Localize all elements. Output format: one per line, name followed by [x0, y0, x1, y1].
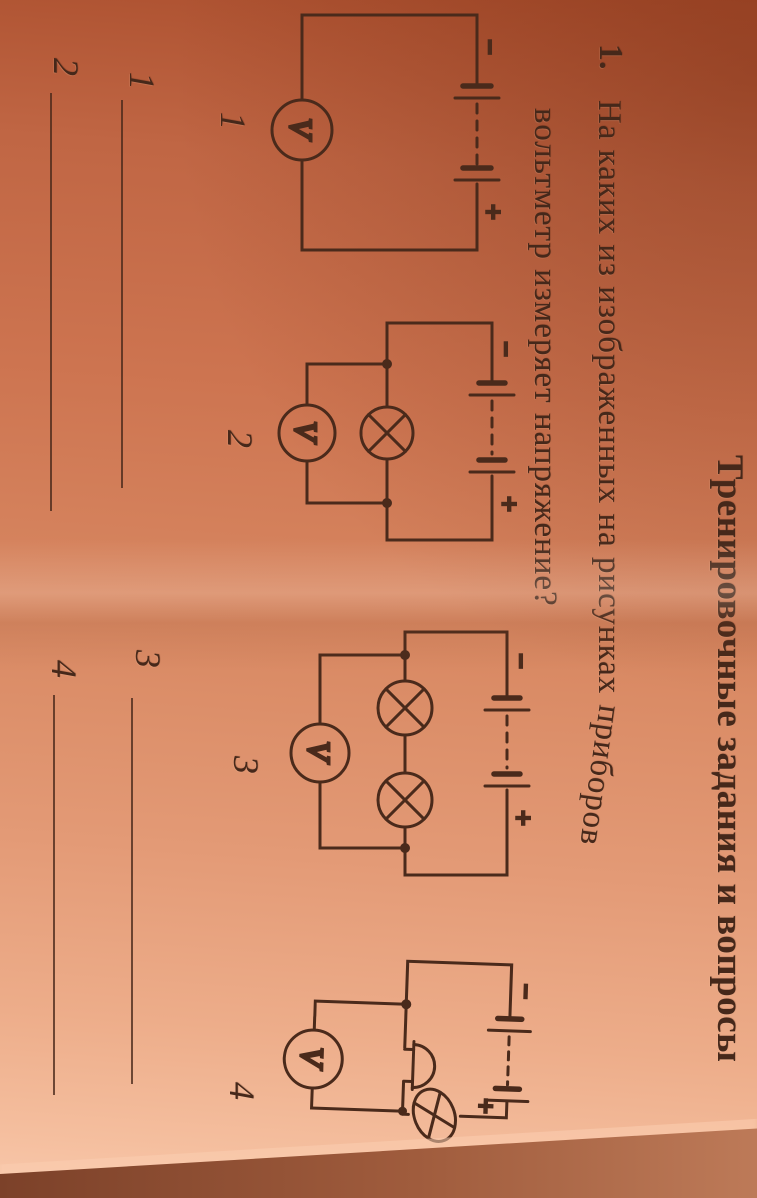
- battery-short-plates: [494, 698, 520, 774]
- wire: [387, 323, 492, 540]
- lamp-icon: [378, 773, 432, 827]
- minus-sign: −: [506, 653, 536, 668]
- circuit-label-4: 4: [222, 1082, 262, 1100]
- answer-label-3: 3: [128, 650, 168, 668]
- battery-icon: − +: [485, 652, 540, 827]
- circuit-3-diagram: − + V: [291, 632, 540, 875]
- answer-label-1: 1: [122, 72, 162, 90]
- battery-icon: − +: [470, 340, 526, 513]
- voltmeter-letter: V: [294, 1047, 331, 1071]
- battery-dashes: [507, 1037, 509, 1085]
- battery-short-plates: [463, 86, 491, 168]
- battery-long-plates: [485, 710, 529, 786]
- voltmeter-icon: V: [279, 405, 335, 461]
- answer-label-4: 4: [44, 660, 84, 678]
- voltmeter-letter: V: [288, 421, 324, 444]
- battery-short-plates: [479, 383, 505, 460]
- plus-sign: +: [470, 1098, 501, 1114]
- wire: [405, 632, 507, 875]
- lamp-icon: [378, 681, 432, 735]
- voltmeter-branch-wire: [307, 364, 387, 503]
- battery-long-plates: [470, 395, 514, 472]
- circuit-label-2: 2: [220, 430, 260, 448]
- circuit-2-diagram: − + V: [279, 323, 526, 540]
- answer-blank-3: [131, 698, 133, 1084]
- battery-short-plates: [495, 1018, 521, 1089]
- plus-sign: +: [494, 496, 524, 511]
- wire: [302, 15, 477, 250]
- answer-blank-1: [121, 100, 123, 488]
- battery-icon: − +: [455, 38, 510, 221]
- voltmeter-branch-wire: [320, 655, 405, 848]
- answer-blank-4: [53, 695, 55, 1095]
- battery-icon: − +: [469, 982, 543, 1116]
- voltmeter-icon: V: [283, 1029, 343, 1089]
- voltmeter-icon: V: [291, 724, 349, 782]
- circuit-4-diagram: − + V: [281, 957, 543, 1152]
- bell-icon: [403, 1041, 435, 1090]
- plus-sign: +: [508, 810, 538, 825]
- circuit-label-3: 3: [226, 756, 266, 774]
- voltmeter-branch-wire: [312, 1001, 407, 1111]
- answer-blank-2: [50, 93, 52, 511]
- battery-long-plates: [486, 1030, 530, 1101]
- wire: [402, 961, 511, 1118]
- minus-sign: −: [491, 341, 521, 356]
- circuit-label-1: 1: [213, 112, 253, 130]
- answer-label-2: 2: [46, 58, 86, 76]
- circuit-1-diagram: − + V: [272, 15, 510, 250]
- voltmeter-letter: V: [283, 118, 319, 141]
- minus-sign: −: [510, 983, 541, 999]
- voltmeter-letter: V: [301, 741, 337, 764]
- minus-sign: −: [475, 39, 505, 54]
- plus-sign: +: [478, 204, 508, 219]
- voltmeter-icon: V: [272, 100, 332, 160]
- lamp-icon: [361, 407, 413, 459]
- battery-long-plates: [455, 98, 499, 180]
